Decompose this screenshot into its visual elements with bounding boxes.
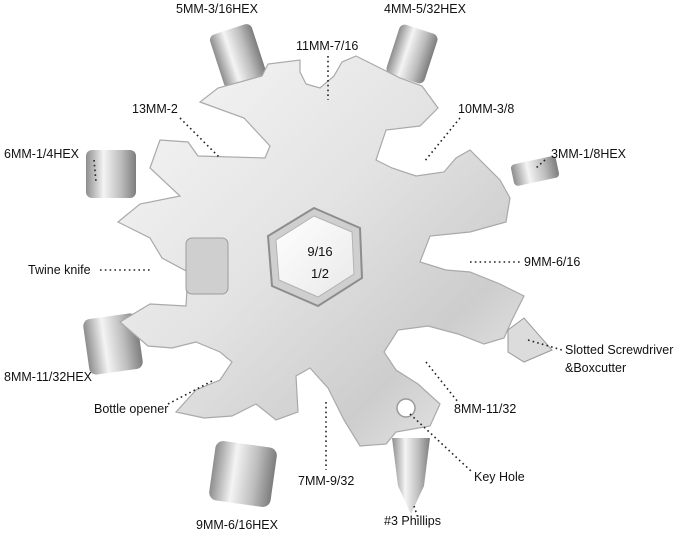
center-size-bottom: 1/2 xyxy=(310,266,330,281)
hex-bit-4mm xyxy=(386,24,438,84)
twine-knife-slot xyxy=(185,237,229,295)
label-bottle-opener: Bottle opener xyxy=(94,402,169,416)
center-size-top: 9/16 xyxy=(307,244,333,259)
leader-phillips xyxy=(413,505,419,519)
label-11mm: 11MM-7/16 xyxy=(296,39,359,53)
center-hex-inner xyxy=(275,215,355,298)
key-hole-circle xyxy=(396,398,416,418)
label-9mm: 9MM-6/16 xyxy=(524,255,581,269)
label-twine-knife: Twine knife xyxy=(28,263,91,277)
label-hex-8mm: 8MM-11/32HEX xyxy=(4,370,92,384)
label-slotted-screwdriver: Slotted Screwdriver xyxy=(565,343,674,357)
leader-bottle xyxy=(167,379,215,405)
label-key-hole: Key Hole xyxy=(474,470,525,484)
label-boxcutter: &Boxcutter xyxy=(565,361,627,375)
hex-bit-5mm xyxy=(209,24,267,88)
leader-lines xyxy=(93,56,563,519)
leader-3mm xyxy=(535,159,546,169)
label-8mm: 8MM-11/32 xyxy=(454,402,517,416)
leader-10mm xyxy=(423,117,461,163)
label-hex-5mm: 5MM-3/16HEX xyxy=(176,2,258,16)
label-hex-6mm: 6MM-1/4HEX xyxy=(4,147,80,161)
label-10mm: 10MM-3/8 xyxy=(458,102,515,116)
label-13mm: 13MM-2 xyxy=(132,102,178,116)
hex-bit-9mm xyxy=(209,441,277,507)
hex-bit-3mm xyxy=(510,156,560,186)
label-hex-9mm: 9MM-6/16HEX xyxy=(196,518,278,532)
leader-slotted xyxy=(527,339,563,351)
slotted-screwdriver-tip xyxy=(507,317,553,363)
label-7mm: 7MM-9/32 xyxy=(298,474,355,488)
label-hex-4mm: 4MM-5/32HEX xyxy=(384,2,466,16)
leader-6mm xyxy=(93,159,97,183)
hex-bit-6mm xyxy=(86,150,136,198)
label-phillips: #3 Phillips xyxy=(384,514,441,528)
phillips-bit xyxy=(392,438,430,514)
label-hex-3mm: 3MM-1/8HEX xyxy=(551,147,627,161)
